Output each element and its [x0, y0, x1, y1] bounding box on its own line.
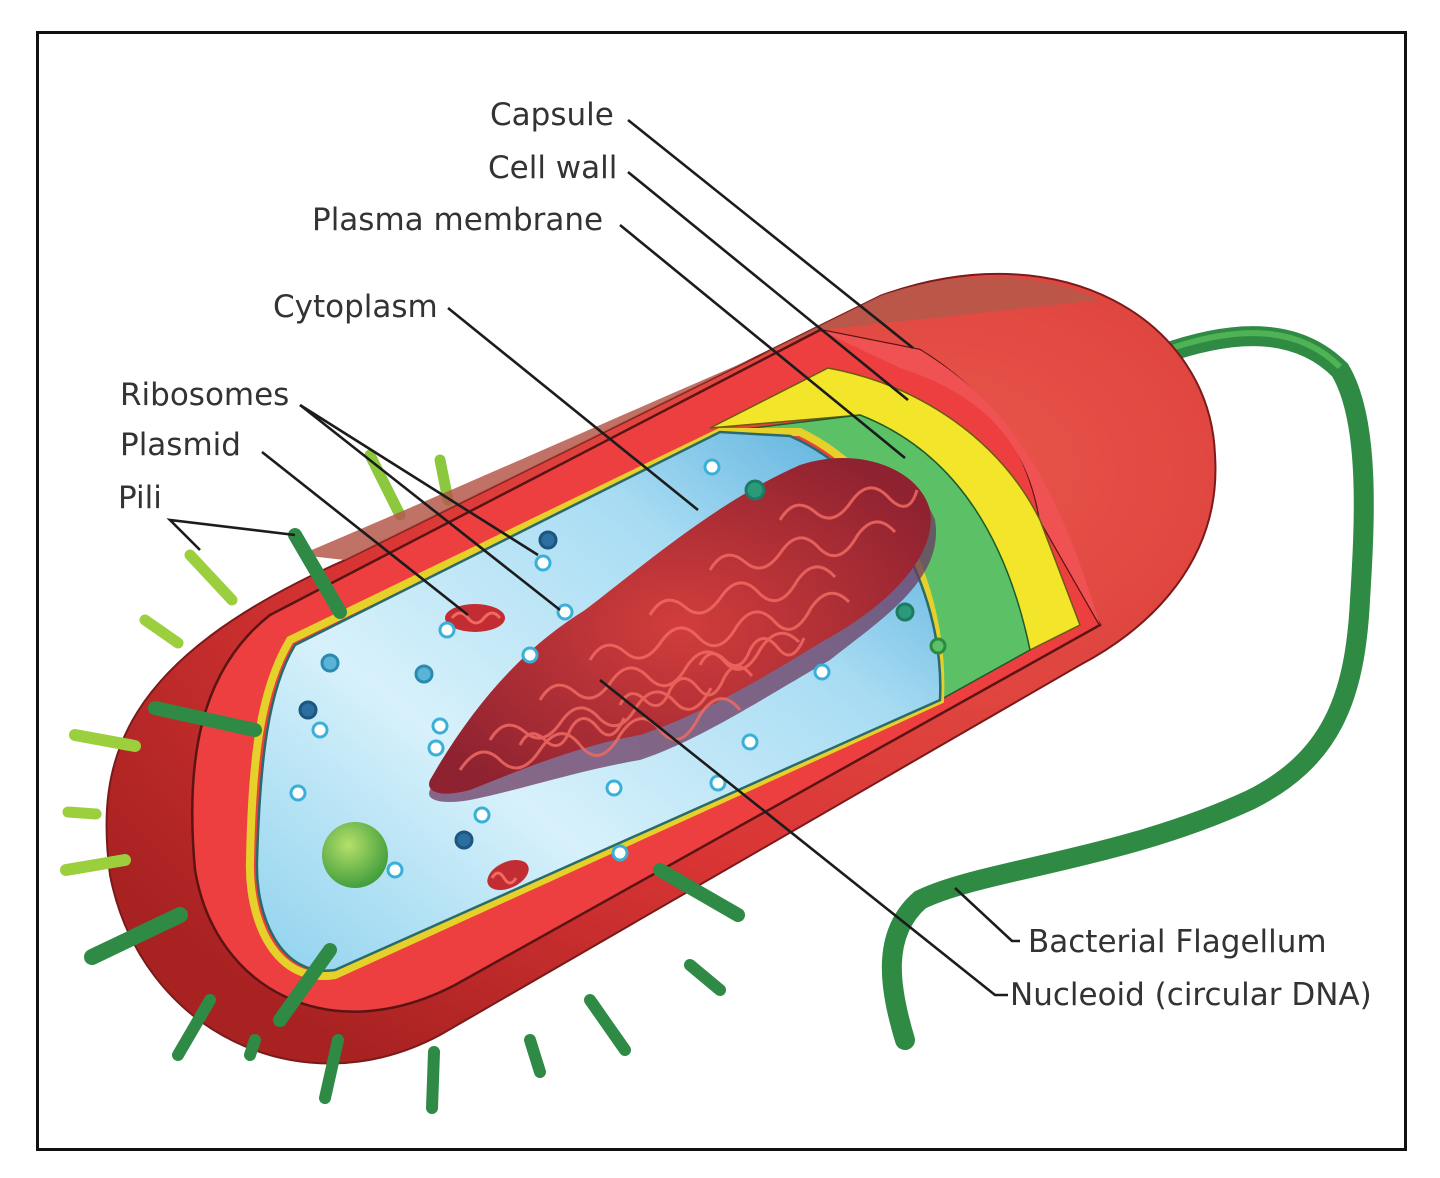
- diagram-frame: [36, 31, 1407, 1151]
- label-plasmid: Plasmid: [120, 427, 241, 463]
- granule: [322, 822, 388, 888]
- label-cytoplasm: Cytoplasm: [273, 289, 438, 325]
- nucleoid: [429, 457, 937, 802]
- plasmid: [445, 604, 529, 891]
- leader-lines: [166, 118, 1020, 997]
- label-capsule: Capsule: [490, 97, 614, 133]
- label-pili: Pili: [118, 480, 162, 516]
- ribosomes: [289, 458, 947, 879]
- pili: [60, 528, 745, 1114]
- label-ribosomes: Ribosomes: [120, 377, 289, 413]
- label-bacterial-flagellum: Bacterial Flagellum: [1028, 924, 1327, 960]
- label-cell-wall: Cell wall: [488, 150, 617, 186]
- label-nucleoid: Nucleoid (circular DNA): [1010, 977, 1372, 1013]
- capsule-top-face: [300, 276, 1100, 560]
- labels: Capsule Cell wall Plasma membrane Cytopl…: [118, 97, 1372, 1013]
- label-plasma-membrane: Plasma membrane: [312, 202, 603, 238]
